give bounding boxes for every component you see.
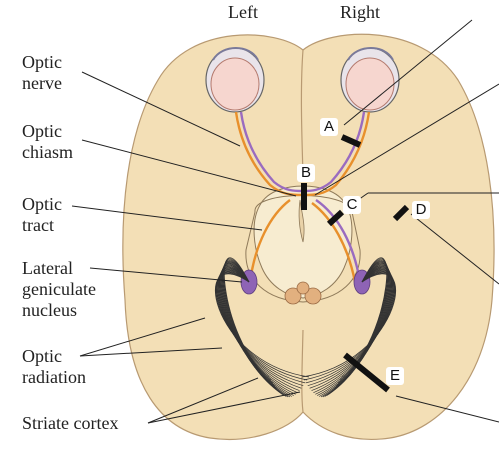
pituitary-stalk [298,199,305,243]
label-optic-radiation-line2: radiation [22,367,86,387]
radiation-fiber [320,266,392,398]
label-lgn: Lateral geniculate nucleus [22,258,96,321]
label-optic-chiasm: Optic chiasm [22,121,73,163]
leader-optic-chiasm [81,139,297,197]
label-optic-tract-line1: Optic [22,194,62,214]
label-lgn-line3: nucleus [22,300,77,320]
label-optic-radiation: Optic radiation [22,346,86,388]
label-optic-nerve-line2: nerve [22,73,62,93]
label-lgn-line1: Lateral [22,258,73,278]
right-optic-nerve-orange [302,111,371,197]
lesion-e [343,352,390,393]
label-striate-cortex-line1: Striate cortex [22,413,119,433]
leader-optic-nerve [81,71,241,147]
marker-d: D [412,201,430,219]
leader-optic-radiation-2 [79,347,223,357]
radiation-fiber [318,267,393,397]
left-optic-nerve-purple [239,111,304,193]
label-optic-chiasm-line1: Optic [22,121,62,141]
label-optic-nerve: Optic nerve [22,52,62,94]
marker-c: C [343,196,361,214]
leader-lgn [89,267,243,283]
label-lgn-line2: geniculate [22,279,96,299]
right-optic-nerve-purple [302,111,366,193]
optic-radiation-right [301,257,397,398]
marker-e: E [386,367,404,385]
leader-lines [71,19,499,424]
lesion-c [326,209,345,227]
leader-optic-tract [71,205,263,231]
radiation-fiber [218,268,294,396]
leader-a [343,19,473,126]
marker-a: A [320,118,338,136]
lesion-a [340,134,362,148]
radiation-fiber [317,268,393,396]
leader-striate-1 [147,377,259,424]
label-optic-nerve-line1: Optic [22,52,62,72]
leader-b [314,83,499,196]
right-optic-tract-orange [311,202,357,283]
leader-e [395,395,499,423]
label-optic-radiation-line1: Optic [22,346,62,366]
radiation-fiber [217,268,296,395]
leader-striate-2 [147,391,301,424]
right-eye [340,47,400,113]
radiation-fiber [315,268,394,395]
label-striate-cortex: Striate cortex [22,413,118,434]
right-optic-tract-purple [315,199,362,283]
optic-radiation-left [214,257,310,398]
radiation-fiber [218,267,293,397]
label-optic-chiasm-line2: chiasm [22,142,73,162]
marker-b: B [297,164,315,182]
radiation-fiber [219,266,291,398]
leader-optic-radiation-1 [79,317,206,357]
colliculus-center [296,281,310,295]
left-eye [205,47,265,113]
label-optic-tract: Optic tract [22,194,62,236]
label-optic-tract-line2: tract [22,215,54,235]
header-right: Right [340,2,381,22]
lesion-d [392,204,410,222]
colliculus-right [304,287,322,305]
leader-d [410,213,499,285]
longitudinal-fissure [300,49,304,413]
header-left: Left [228,2,258,22]
colliculus-left [284,287,302,305]
